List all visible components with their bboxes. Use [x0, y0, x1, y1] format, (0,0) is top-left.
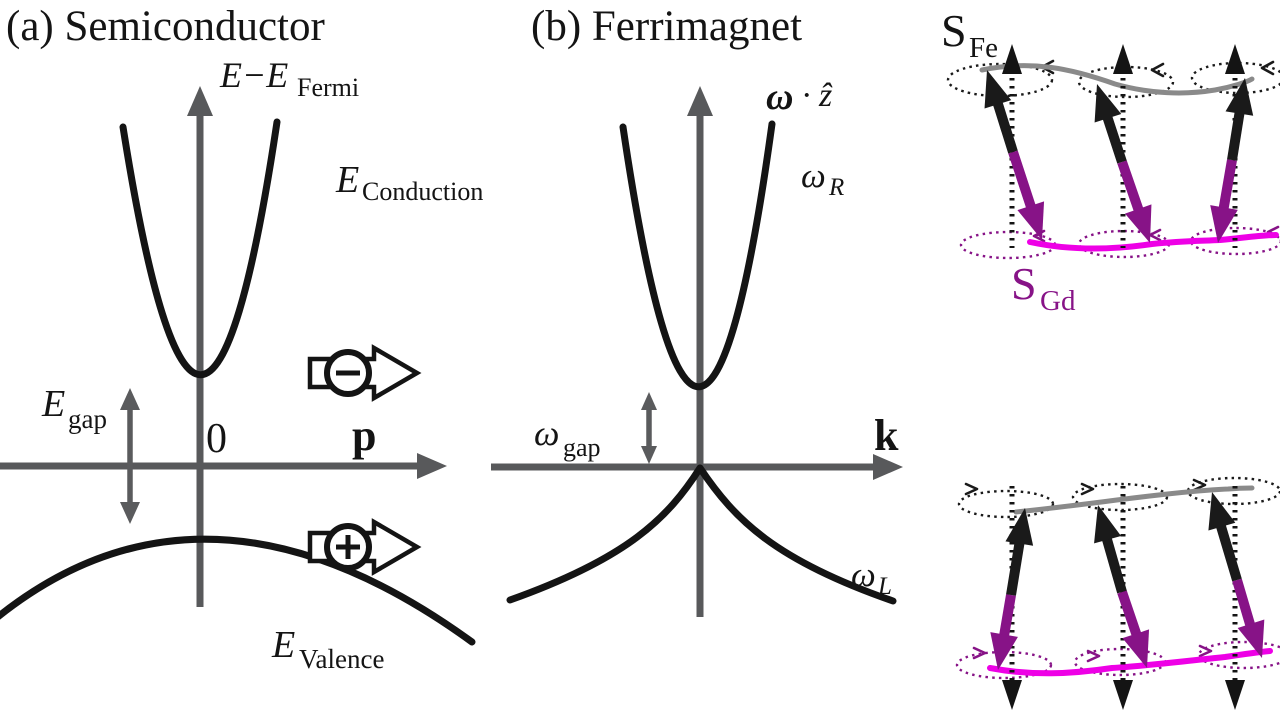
- magnon-gap-label: ω: [534, 413, 559, 453]
- panel-a-axes: [0, 86, 447, 607]
- magnon-gap-sublabel: gap: [563, 433, 601, 462]
- left-mode-sublabel: L: [877, 573, 892, 600]
- precession-ellipse: [1186, 476, 1280, 506]
- wavevector-axis-arrowhead-icon: [873, 454, 903, 480]
- gd-spin-sublabel: Gd: [1040, 285, 1076, 317]
- energy-axis-label: E−E: [219, 55, 288, 95]
- magnon-branch-upper-curve: [619, 120, 776, 391]
- left-mode-label: ω: [851, 555, 876, 594]
- site-axis-arrow-icon: [1002, 44, 1022, 74]
- rotation-direction-icon: [1260, 60, 1275, 76]
- precession-ellipse: [957, 489, 1055, 519]
- fe-spin-sublabel: Fe: [969, 32, 998, 64]
- right-mode-sublabel: R: [828, 174, 844, 201]
- hole-motion-icon: [307, 518, 422, 576]
- right-mode-label: ω: [801, 156, 826, 195]
- fe-spin-wave-line: [1013, 485, 1255, 515]
- precession-ellipse: [1190, 61, 1280, 95]
- gd-spin-arrow: [990, 578, 1265, 670]
- y-axis-arrowhead-icon: [187, 86, 213, 116]
- valence-band-sublabel: Valence: [299, 644, 384, 674]
- site-axis-arrow-icon: [1113, 680, 1133, 710]
- gd-spin-wave-line: [987, 648, 1273, 677]
- energy-axis-sublabel: Fermi: [297, 73, 359, 102]
- precession-ellipse: [955, 650, 1053, 680]
- band-gap-label: E: [41, 383, 65, 425]
- frequency-axis-label: ω: [766, 76, 793, 118]
- spin-mode-right-diagram: S Fe S Gd: [941, 5, 1280, 317]
- momentum-axis-label: p: [352, 411, 376, 460]
- panel-a-semiconductor: (a) Semiconductor E−E Fermi E Conduction…: [0, 3, 483, 674]
- panel-a-title: (a) Semiconductor: [6, 3, 325, 50]
- panel-b-title: (b) Ferrimagnet: [531, 3, 802, 50]
- site-axis-arrow-icon: [1225, 44, 1245, 74]
- rotation-direction-icon: [1150, 62, 1165, 78]
- fe-spin-arrow: [984, 70, 1254, 164]
- valence-band-curve: [0, 535, 476, 646]
- gd-spin-label: S: [1011, 258, 1037, 309]
- fe-spin-arrow: [1005, 492, 1242, 596]
- precession-ellipse: [946, 62, 1054, 98]
- electron-motion-icon: [307, 344, 422, 402]
- band-gap-arrow: [120, 388, 140, 524]
- frequency-axis-arrowhead-icon: [687, 86, 713, 116]
- rotation-direction-icon: [964, 482, 979, 496]
- precession-ellipse: [1197, 640, 1280, 670]
- rotation-direction-icon: [972, 646, 987, 660]
- frequency-axis-zhat-label: · ẑ: [802, 77, 833, 114]
- conduction-band-label: E: [335, 159, 359, 201]
- x-axis-arrowhead-icon: [417, 453, 447, 479]
- precession-ellipse: [1071, 482, 1169, 512]
- band-gap-sublabel: gap: [68, 404, 107, 434]
- fe-spin-wave-line: [979, 63, 1255, 96]
- spin-mode-left-diagram: [955, 476, 1280, 710]
- gd-spin-arrow: [1008, 150, 1238, 243]
- gd-spin-wave-line: [1027, 232, 1279, 252]
- rotation-direction-icon: [1198, 644, 1213, 658]
- site-axis-arrow-icon: [1225, 680, 1245, 710]
- valence-band-label: E: [271, 624, 295, 666]
- precession-ellipse: [1189, 226, 1280, 256]
- origin-label: 0: [206, 416, 227, 462]
- rotation-direction-icon: [1086, 649, 1101, 663]
- rotation-direction-icon: [1080, 482, 1095, 496]
- site-axis-arrow-icon: [1002, 680, 1022, 710]
- panel-b-ferrimagnet: (b) Ferrimagnet ω · ẑ ω R ω gap k ω L: [491, 3, 903, 617]
- panel-b-axes: [491, 86, 903, 617]
- rotation-direction-icon: [1192, 478, 1207, 492]
- magnon-branch-lower-left-curve: [506, 464, 704, 604]
- conduction-band-curve: [119, 118, 281, 378]
- magnon-gap-arrow: [641, 392, 657, 464]
- fe-spin-label: S: [941, 5, 967, 56]
- site-axis-arrow-icon: [1113, 44, 1133, 74]
- magnon-branch-lower-right-curve: [696, 464, 897, 605]
- wavevector-axis-label: k: [874, 411, 899, 460]
- conduction-band-sublabel: Conduction: [362, 177, 483, 206]
